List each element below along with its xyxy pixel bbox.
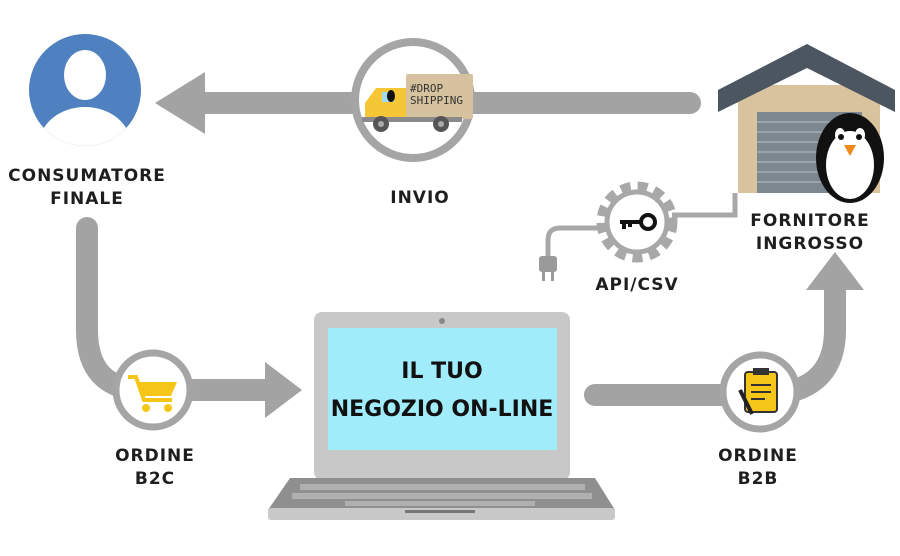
truck-text-line2: SHIPPING bbox=[410, 94, 463, 107]
b2b-label-line1: ORDINE bbox=[718, 446, 798, 466]
plug-icon bbox=[539, 256, 557, 281]
penguin-icon bbox=[816, 113, 884, 203]
consumer-avatar-icon bbox=[29, 34, 141, 146]
cable bbox=[545, 193, 738, 258]
supplier-label-line2: INGROSSO bbox=[756, 234, 864, 254]
shipping-label: INVIO bbox=[390, 188, 450, 208]
shop-title-line1: IL TUO bbox=[401, 359, 482, 384]
b2b-label-line2: B2B bbox=[738, 469, 779, 489]
b2c-label-line1: ORDINE bbox=[115, 446, 195, 466]
supplier-label-line1: FORNITORE bbox=[750, 211, 869, 231]
consumer-label-line1: CONSUMATORE bbox=[8, 166, 166, 186]
gear-key-icon bbox=[596, 181, 678, 263]
arrow-b2c-to-shop bbox=[180, 362, 302, 418]
api-label: API/CSV bbox=[595, 275, 678, 295]
clipboard-icon bbox=[719, 351, 801, 433]
truck-icon: #DROP SHIPPING bbox=[351, 38, 475, 162]
shop-title-line2: NEGOZIO ON-LINE bbox=[331, 397, 554, 422]
b2c-label-line2: B2C bbox=[135, 469, 175, 489]
consumer-label-line2: FINALE bbox=[50, 189, 124, 209]
cart-icon bbox=[112, 349, 194, 431]
truck-text-line1: #DROP bbox=[410, 82, 443, 95]
laptop-icon bbox=[268, 312, 615, 520]
